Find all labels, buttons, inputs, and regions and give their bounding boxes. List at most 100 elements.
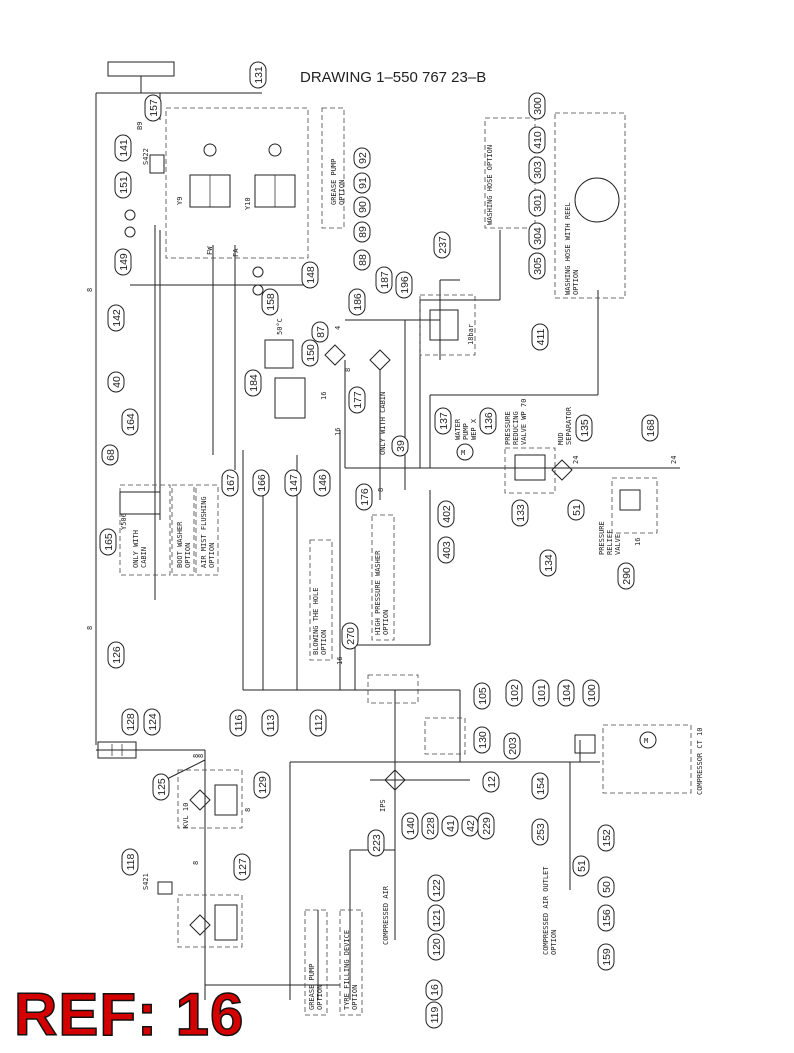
- svg-text:305: 305: [532, 257, 544, 275]
- callout-119: 119: [425, 1001, 443, 1029]
- callout-141: 141: [114, 134, 132, 162]
- callout-152: 152: [597, 824, 615, 852]
- mud-separator-label: MUDSEPARATOR: [557, 406, 573, 445]
- label-fw: FW: [206, 246, 214, 255]
- compressor-label: COMPRESSOR CT 10: [696, 728, 704, 795]
- label-fa: FA: [232, 248, 240, 257]
- callout-104: 104: [557, 679, 575, 707]
- callout-136: 136: [479, 407, 497, 435]
- svg-text:125: 125: [156, 778, 168, 796]
- callout-270: 270: [341, 622, 359, 650]
- svg-text:270: 270: [345, 627, 357, 645]
- svg-text:39: 39: [395, 440, 407, 452]
- callout-87: 87: [311, 321, 329, 343]
- callout-116: 116: [229, 709, 247, 737]
- svg-text:40: 40: [111, 376, 123, 388]
- svg-text:148: 148: [305, 266, 317, 284]
- pipe-size-label: 24: [572, 456, 580, 464]
- svg-text:92: 92: [357, 152, 369, 164]
- washing-hose-reel-label: WASHING HOSE WITH REELOPTION: [564, 202, 580, 295]
- callout-40: 40: [107, 371, 125, 393]
- motor-symbol-1: M: [461, 449, 465, 457]
- svg-text:100: 100: [586, 684, 598, 702]
- callout-164: 164: [121, 408, 139, 436]
- callout-203: 203: [503, 732, 521, 760]
- high-pressure-washer-label: HIGH PRESSURE WASHEROPTION: [374, 550, 390, 635]
- svg-text:151: 151: [118, 176, 130, 194]
- svg-text:168: 168: [645, 419, 657, 437]
- svg-text:184: 184: [248, 374, 260, 392]
- svg-text:300: 300: [532, 97, 544, 115]
- svg-text:104: 104: [561, 684, 573, 702]
- boot-washer-label: BOOT WASHEROPTION: [176, 521, 192, 568]
- pipe-size-label: 8: [192, 861, 200, 865]
- svg-text:402: 402: [441, 505, 453, 523]
- callout-137: 137: [434, 407, 452, 435]
- svg-text:196: 196: [399, 276, 411, 294]
- callout-154: 154: [531, 772, 549, 800]
- pressure-relief-label: PRESSURERELIEFVALVE: [598, 521, 622, 555]
- callout-228: 228: [421, 812, 439, 840]
- callout-196: 196: [395, 271, 413, 299]
- water-pump-label: WATERPUMPWEP X: [454, 418, 478, 440]
- callout-305: 305: [528, 252, 546, 280]
- callout-121: 121: [427, 904, 445, 932]
- callout-403: 403: [437, 536, 455, 564]
- label-y9: Y9: [176, 197, 184, 205]
- svg-text:118: 118: [125, 853, 137, 870]
- label-s422: S422: [142, 148, 150, 165]
- callout-120: 120: [427, 933, 445, 961]
- air-mist-label: AIR MIST FLUSHINGOPTION: [200, 496, 216, 568]
- svg-text:141: 141: [118, 139, 130, 157]
- callout-186: 186: [348, 288, 366, 316]
- washing-hose-label: WASHING HOSE OPTION: [486, 145, 494, 225]
- callout-229: 229: [477, 812, 495, 840]
- callout-39: 39: [391, 435, 409, 457]
- only-with-cabin-label-1: ONLY WITHCABIN: [132, 530, 148, 568]
- svg-text:122: 122: [431, 879, 443, 897]
- svg-text:129: 129: [257, 776, 269, 794]
- pipe-size-label: 16: [634, 538, 642, 546]
- svg-text:12: 12: [486, 776, 498, 788]
- callout-101: 101: [532, 679, 550, 707]
- pipe-size-label: 4: [334, 326, 342, 330]
- callout-184: 184: [244, 369, 262, 397]
- svg-text:229: 229: [481, 817, 493, 835]
- svg-text:177: 177: [352, 391, 364, 409]
- svg-text:137: 137: [438, 412, 450, 430]
- callout-157: 157: [144, 94, 162, 122]
- grease-pump-bottom-label: GREASE PUMPOPTION: [308, 964, 324, 1010]
- svg-text:89: 89: [357, 226, 369, 238]
- callout-105: 105: [473, 682, 491, 710]
- svg-text:301: 301: [532, 194, 544, 212]
- compressed-air-label: COMPRESSED AIR: [382, 885, 390, 945]
- callout-167: 167: [221, 469, 239, 497]
- callout-130: 130: [473, 726, 491, 754]
- svg-text:158: 158: [265, 293, 277, 311]
- callout-122: 122: [427, 874, 445, 902]
- callout-88: 88: [353, 249, 371, 271]
- pipe-size-label: 8: [244, 808, 252, 812]
- compressed-air-outlet-label: COMPRESSED AIR OUTLETOPTION: [542, 866, 558, 955]
- callout-128: 128: [121, 708, 139, 736]
- svg-text:253: 253: [535, 823, 547, 841]
- pipe-size-label: 16: [336, 657, 344, 665]
- callout-124: 124: [143, 708, 161, 736]
- callout-223: 223: [367, 829, 385, 857]
- pipe-size-label: 8: [377, 488, 385, 492]
- svg-text:157: 157: [148, 99, 160, 117]
- callout-112: 112: [309, 709, 327, 737]
- callout-90: 90: [353, 196, 371, 218]
- callout-16: 16: [425, 979, 443, 1001]
- callout-300: 300: [528, 92, 546, 120]
- svg-text:159: 159: [601, 948, 613, 966]
- pipe-size-label: 24: [670, 456, 678, 464]
- callout-304: 304: [528, 222, 546, 250]
- callout-50: 50: [597, 876, 615, 898]
- svg-text:165: 165: [103, 533, 115, 551]
- callout-158: 158: [261, 288, 279, 316]
- callout-411: 411: [531, 323, 549, 351]
- svg-text:136: 136: [483, 412, 495, 430]
- svg-text:120: 120: [431, 938, 443, 956]
- callout-12: 12: [482, 771, 500, 793]
